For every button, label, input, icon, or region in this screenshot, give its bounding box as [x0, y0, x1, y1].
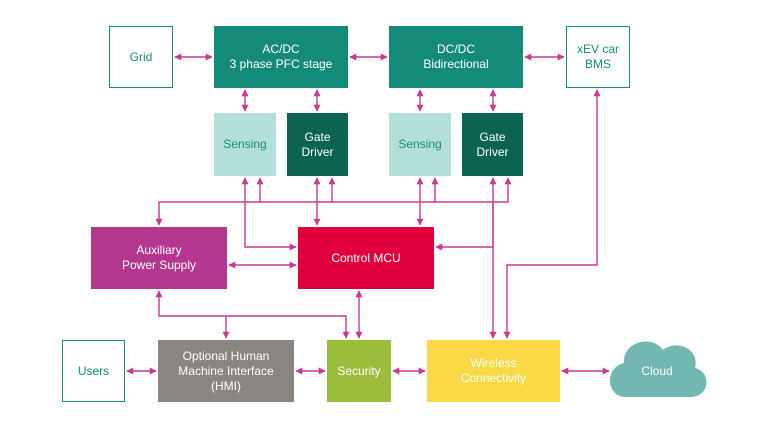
hmi-line1: Optional Human — [182, 348, 270, 363]
dcdc-node: DC/DC Bidirectional — [389, 26, 523, 88]
control-mcu-node: Control MCU — [298, 227, 434, 289]
security-node: Security — [327, 340, 391, 402]
sensing1-mcu-connector — [241, 177, 297, 251]
aux-line2: Power Supply — [121, 258, 197, 272]
security-label: Security — [337, 363, 381, 378]
users-node: Users — [62, 340, 125, 402]
sensing-label-1: Sensing — [223, 137, 267, 151]
hmi-node: Optional Human Machine Interface (HMI) — [158, 340, 294, 402]
control-mcu-label: Control MCU — [331, 250, 401, 265]
wireless-line1: Wireless — [470, 356, 517, 370]
gate-driver-node-2: Gate Driver — [462, 113, 523, 176]
hmi-line3: (HMI) — [211, 378, 241, 393]
cloud-label: Cloud — [641, 364, 673, 378]
acdc-pfc-node: AC/DC 3 phase PFC stage — [214, 26, 348, 88]
dcdc-title: DC/DC — [437, 42, 475, 56]
aux-power-bus-connector — [155, 177, 512, 226]
sensing-node-1: Sensing — [214, 113, 276, 176]
connectors — [126, 53, 610, 375]
aux-hmi-security-connector — [155, 290, 350, 339]
hmi-line2: Machine Interface — [178, 363, 274, 378]
xev-bms-node: xEV car BMS — [566, 26, 630, 88]
grid-label: Grid — [129, 49, 153, 64]
sensing-node-2: Sensing — [389, 113, 451, 176]
xev-subtitle: BMS — [584, 57, 611, 71]
gate-driver-line2-2: Driver — [476, 144, 509, 159]
acdc-title: AC/DC — [262, 42, 300, 56]
grid-node: Grid — [109, 26, 173, 88]
gate-driver-line1-1: Gate — [304, 129, 331, 144]
xev-wireless-connector — [503, 89, 601, 339]
auxiliary-power-supply-node: Auxiliary Power Supply — [91, 227, 227, 289]
wireless-line2: Connectivity — [460, 371, 527, 385]
cloud-shape — [609, 341, 707, 397]
acdc-subtitle: 3 phase PFC stage — [229, 57, 333, 71]
users-label: Users — [77, 363, 110, 378]
wireless-connectivity-node: Wireless Connectivity — [427, 340, 560, 402]
gate-driver-line1-2: Gate — [479, 129, 506, 144]
xev-title: xEV car — [576, 42, 619, 56]
gate2-mcu-connector — [435, 177, 497, 251]
gate-driver-line2-1: Driver — [301, 144, 334, 159]
dcdc-subtitle: Bidirectional — [423, 57, 489, 71]
gate-driver-node-1: Gate Driver — [287, 113, 348, 176]
sensing-label-2: Sensing — [398, 137, 442, 151]
aux-line1: Auxiliary — [136, 243, 182, 257]
